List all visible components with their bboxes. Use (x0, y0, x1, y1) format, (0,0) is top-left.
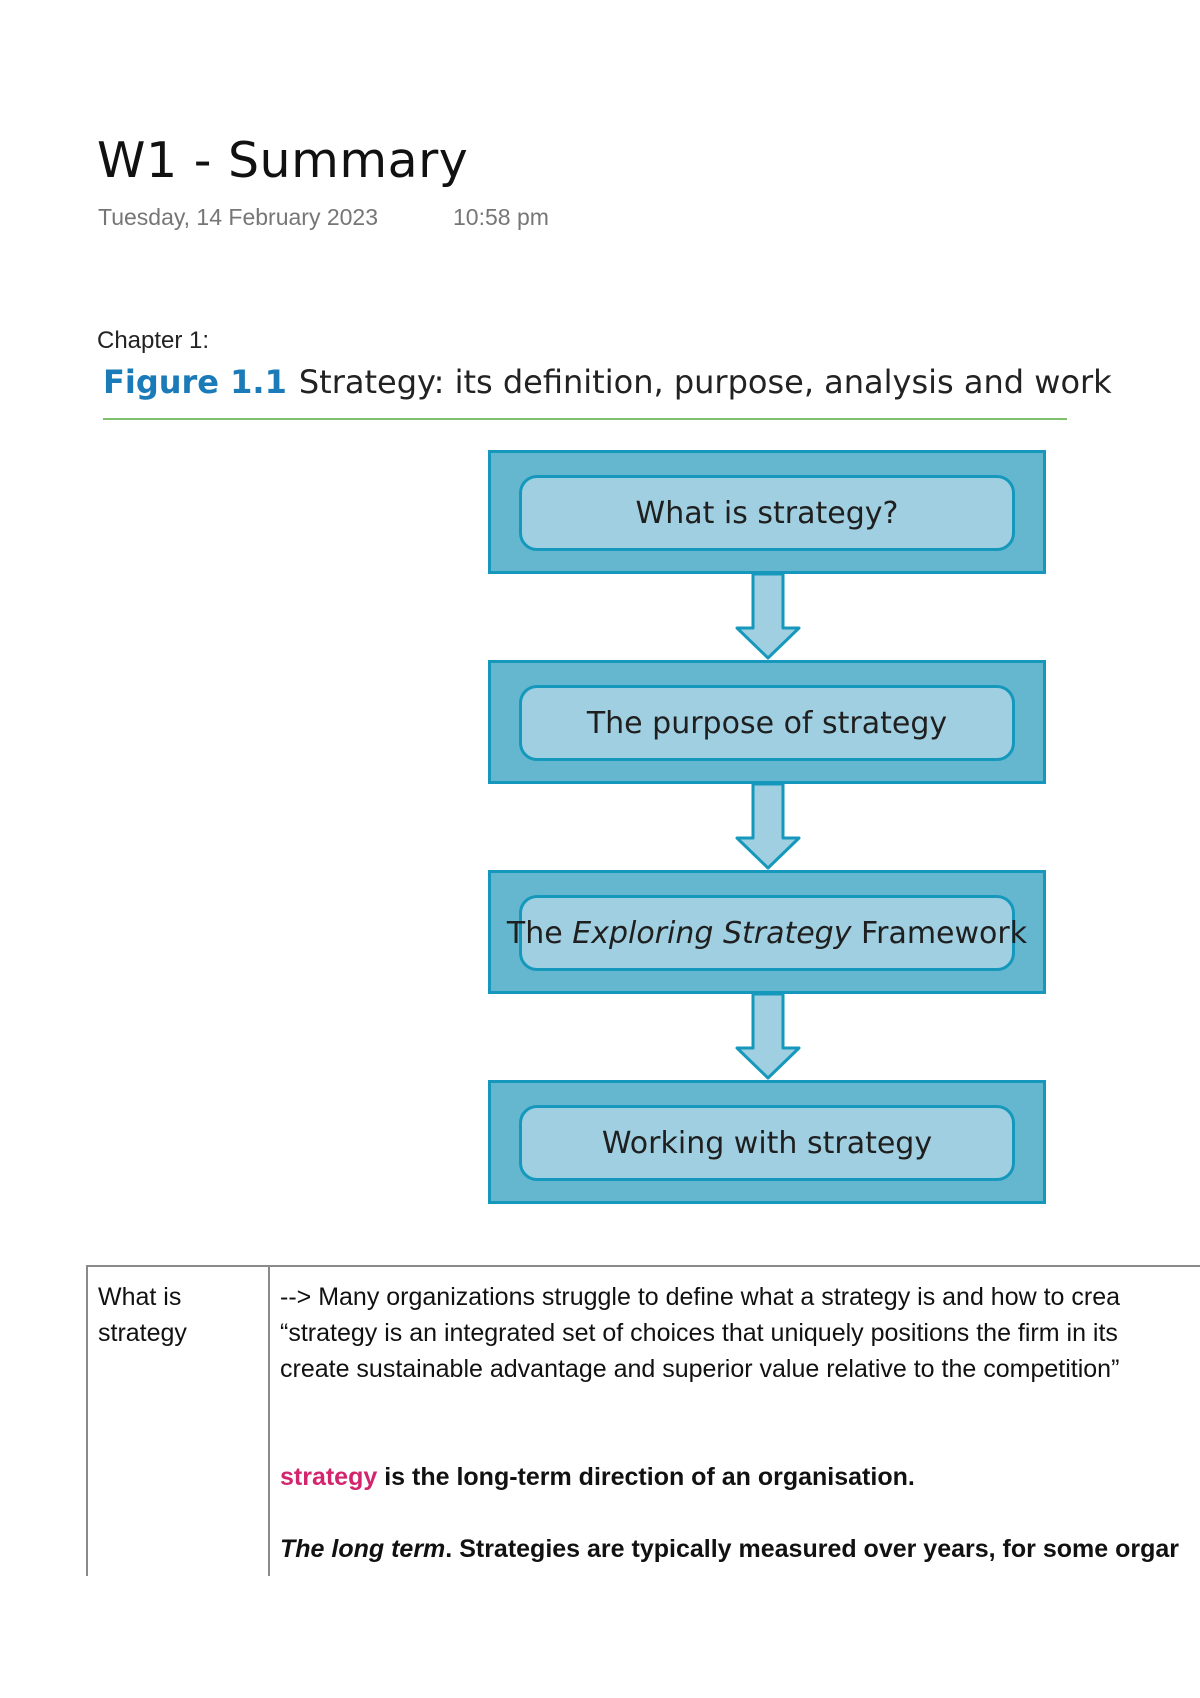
chapter-label: Chapter 1: (97, 327, 210, 354)
down-arrow-icon (735, 784, 801, 870)
notes-line: create sustainable advantage and superio… (280, 1355, 1120, 1383)
flow-label-purpose-of-strategy: The purpose of strategy (519, 685, 1015, 761)
note-time: 10:58 pm (453, 204, 549, 230)
page-title: W1 - Summary (97, 132, 469, 189)
down-arrow-icon (735, 574, 801, 660)
figure-rule (103, 418, 1067, 420)
figure-caption: Strategy: its definition, purpose, analy… (298, 363, 1112, 401)
notes-table: What is strategy --> Many organizations … (86, 1265, 1200, 1579)
notes-line: “strategy is an integrated set of choice… (280, 1319, 1118, 1347)
long-term-note: The long term. Strategies are typically … (280, 1535, 1179, 1563)
strategy-definition: strategy is the long-term direction of a… (280, 1463, 915, 1491)
flow-label-what-is-strategy: What is strategy? (519, 475, 1015, 551)
flow-label-working-with-strategy: Working with strategy (519, 1105, 1015, 1181)
flow-label-exploring-strategy-framework: The Exploring Strategy Framework (507, 895, 1027, 971)
table-cell-notes: --> Many organizations struggle to defin… (280, 1279, 1200, 1567)
notes-line: --> Many organizations struggle to defin… (280, 1283, 1121, 1311)
keyword-strategy: strategy (280, 1463, 378, 1491)
page-cutoff (0, 1576, 1200, 1698)
figure-heading: Figure 1.1 Strategy: its definition, purp… (103, 363, 1112, 401)
table-cell-topic: What is strategy (98, 1283, 187, 1347)
flow-box-working-with-strategy: Working with strategy (488, 1080, 1046, 1204)
flow-box-purpose-of-strategy: The purpose of strategy (488, 660, 1046, 784)
table-column-divider (268, 1267, 270, 1579)
note-date: Tuesday, 14 February 2023 (98, 204, 378, 230)
strategy-flow-diagram: What is strategy? The purpose of strateg… (488, 450, 1050, 1212)
down-arrow-icon (735, 994, 801, 1080)
figure-number: Figure 1.1 (103, 363, 287, 401)
flow-box-what-is-strategy: What is strategy? (488, 450, 1046, 574)
flow-box-exploring-strategy-framework: The Exploring Strategy Framework (488, 870, 1046, 994)
